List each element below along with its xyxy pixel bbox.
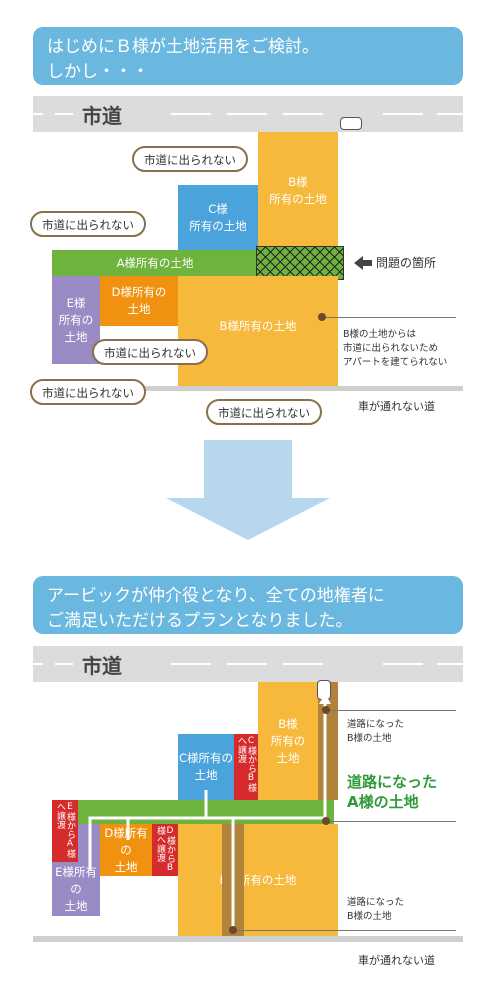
route-path-a xyxy=(88,816,235,930)
bottom-banner-line2: ご満足いただけるプランとなりました。 xyxy=(47,611,353,631)
bottom-d-to-b-transfer: D様からB様へ譲渡 xyxy=(152,824,178,876)
bottom-road-note-2: 道路になった B様の土地 xyxy=(347,897,405,922)
problem-label: 問題の箇所 xyxy=(376,256,437,270)
bottom-banner: アービックが仲介役となり、全ての地権者に ご満足いただけるプランとなりました。 xyxy=(33,576,463,634)
top-no-car-road-label: 車が通れない道 xyxy=(358,400,435,413)
callout-c-no-exit: 市道に出られない xyxy=(132,146,248,172)
top-road-label: 市道 xyxy=(78,100,126,129)
route-arrowhead xyxy=(319,694,331,704)
bottom-road-note-1: 道路になった B様の土地 xyxy=(347,719,405,744)
bottom-no-car-road-label: 車が通れない道 xyxy=(358,954,435,967)
top-banner: はじめにＢ様が土地活用をご検討。 しかし・・・ xyxy=(33,27,463,85)
callout-b-no-exit: 市道に出られない xyxy=(206,399,322,425)
top-a-land: A様所有の土地 xyxy=(52,250,258,276)
bottom-e-land: E様所有の土地 xyxy=(52,862,100,916)
callout-d-no-exit: 市道に出られない xyxy=(92,339,208,365)
top-note: B様の土地からは 市道に出られないため アパートを建てられない xyxy=(343,329,448,368)
bottom-d-land: D様所有の土地 xyxy=(100,824,152,876)
car-icon xyxy=(340,117,362,130)
bottom-b-land-upper: B様所有の土地 xyxy=(258,682,318,800)
callout-e-no-exit: 市道に出られない xyxy=(30,379,146,405)
top-banner-line1: はじめにＢ様が土地活用をご検討。 xyxy=(47,37,319,57)
top-no-car-road xyxy=(33,386,463,391)
bottom-banner-line1: アービックが仲介役となり、全ての地権者に xyxy=(47,586,385,606)
bottom-c-to-b-transfer: C様からB様へ譲渡 xyxy=(234,734,258,800)
b-land-dot xyxy=(318,313,326,321)
bottom-road-label: 市道 xyxy=(78,650,126,679)
top-banner-line2: しかし・・・ xyxy=(47,62,149,82)
arrow-left-icon xyxy=(354,256,363,270)
top-b-land-lower: B様所有の土地 xyxy=(178,276,338,386)
top-b-land-upper: B様所有の土地 xyxy=(258,132,338,250)
route-path-b xyxy=(233,700,327,820)
down-arrow-icon xyxy=(204,440,292,498)
top-c-land: C様所有の土地 xyxy=(178,185,258,250)
bottom-highlight: 道路になった A様の土地 xyxy=(347,773,438,811)
bottom-c-land: C様所有の土地 xyxy=(178,734,234,800)
bottom-no-car-road xyxy=(33,936,463,942)
top-d-land: D様所有の土地 xyxy=(100,276,178,326)
callout-a-no-exit: 市道に出られない xyxy=(30,211,146,237)
bottom-e-to-a-transfer: E様からA様へ譲渡 xyxy=(52,800,78,862)
